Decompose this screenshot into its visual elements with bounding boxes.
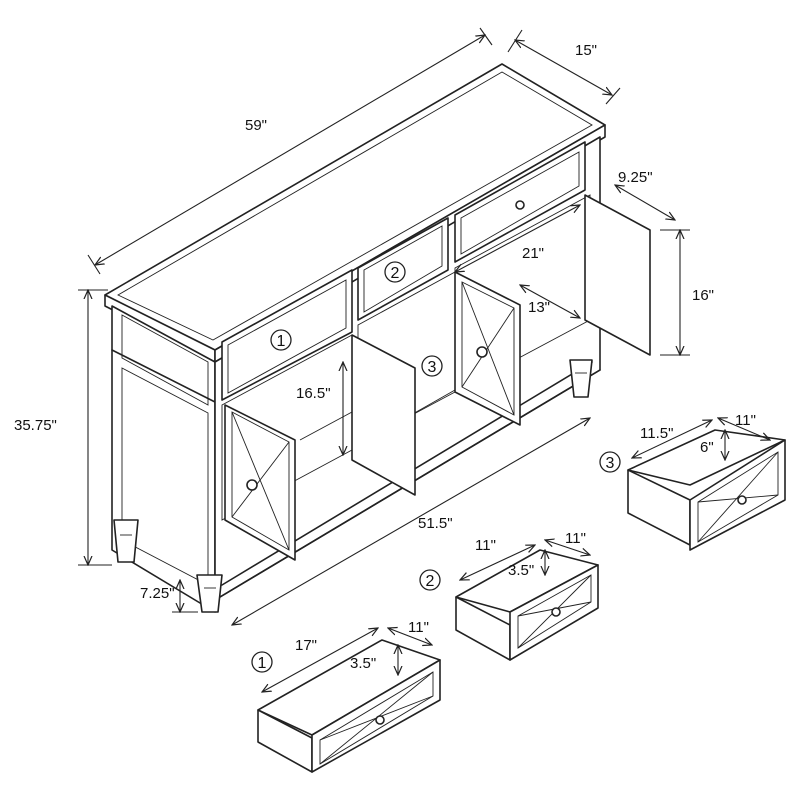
drawer-knob-icon: [375, 715, 385, 725]
label-drawer-2-height: 3.5": [508, 562, 534, 579]
drawer-knob-icon: [551, 607, 561, 617]
label-drawer-1-width: 17": [295, 637, 317, 654]
label-drawer-1-height: 3.5": [350, 655, 376, 672]
label-overall-width: 59": [245, 117, 267, 134]
label-height: 35.75": [14, 417, 57, 434]
door-knob-icon: [246, 479, 258, 491]
label-drawer-1-depth: 11": [408, 619, 429, 636]
label-leg-height: 7.25": [140, 585, 175, 602]
marker-circle-3: [421, 355, 443, 377]
label-cabinet-inner-width: 21": [522, 245, 544, 262]
marker-circle-drawer-1: [251, 651, 273, 673]
drawer-markers: 1 2 3 3 2 1: [251, 261, 621, 673]
marker-circle-2: [384, 261, 406, 283]
marker-drawer-3: 3: [606, 455, 615, 472]
dimension-lines: [78, 27, 770, 692]
dimension-labels: 59" 15" 9.25" 35.75" 7.25" 51.5" 16.5" 2…: [14, 42, 756, 672]
door-knob-icon: [476, 346, 488, 358]
marker-circle-drawer-2: [419, 569, 441, 591]
marker-2-cabinet: 2: [391, 265, 400, 282]
marker-drawer-2: 2: [426, 573, 435, 590]
label-drawer-3-width: 11.5": [640, 425, 673, 442]
label-drawer-3-depth: 11": [735, 412, 756, 429]
label-drawer-3-height: 6": [700, 439, 714, 456]
label-drawer-2-depth: 11": [565, 530, 586, 547]
marker-circle-drawer-3: [599, 451, 621, 473]
label-cabinet-inner-depth: 13": [528, 299, 550, 316]
label-inner-width: 51.5": [418, 515, 453, 532]
label-shelf-height: 16.5": [296, 385, 331, 402]
label-depth: 15": [575, 42, 597, 59]
marker-3-cabinet: 3: [428, 359, 437, 376]
marker-circle-1: [270, 329, 292, 351]
label-drawer-2-width: 11": [475, 537, 496, 554]
cabinet-legs: [113, 359, 593, 613]
label-door-height: 16": [692, 287, 714, 304]
drawer-3-front: [689, 439, 786, 551]
drawer-knob-icon: [737, 495, 747, 505]
marker-1-cabinet: 1: [277, 333, 286, 350]
marker-drawer-1: 1: [258, 655, 267, 672]
label-drawer-height-side: 9.25": [618, 169, 653, 186]
drawer-1: [257, 639, 441, 773]
